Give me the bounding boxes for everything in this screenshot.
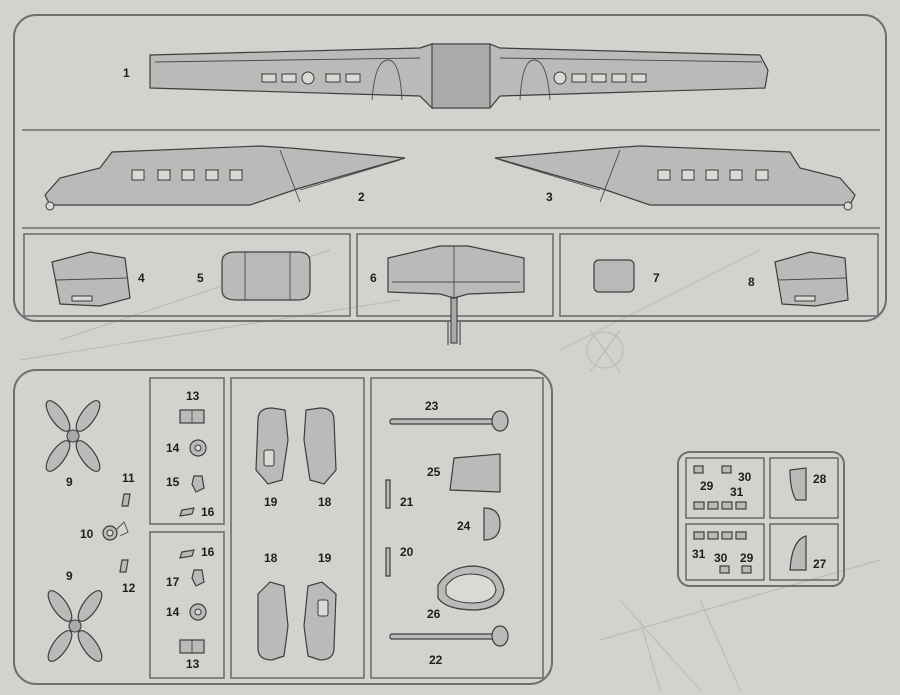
part-26-canopy [437,565,505,611]
label-31-top: 31 [730,485,744,499]
label-5: 5 [197,271,204,285]
label-26: 26 [427,607,441,621]
label-30-bottom: 30 [714,551,728,565]
label-11: 11 [122,471,135,485]
label-18-bottom: 18 [264,551,278,565]
part-21-rod [385,479,391,509]
part-25-panel [449,453,501,493]
label-4: 4 [138,271,145,285]
small-sprue-parts [693,465,807,574]
part-19-float-bottom [303,581,337,661]
label-19-bottom: 19 [318,551,332,565]
label-6: 6 [370,271,377,285]
part-19-float-top [255,407,289,485]
label-3: 3 [546,190,553,204]
label-18-top: 18 [318,495,332,509]
label-29-top: 29 [700,479,714,493]
part-6-tailplane [387,245,525,344]
part-22-strut [389,625,509,647]
part-18-float-top [303,407,337,485]
label-14-top: 14 [166,441,180,455]
part-1-wing [149,43,769,109]
label-20: 20 [400,545,414,559]
part-8-nacelle [774,251,849,307]
label-30-top: 30 [738,470,752,484]
part-23-strut [389,410,509,432]
label-16-top: 16 [201,505,215,519]
label-19-top: 19 [264,495,278,509]
part-3-fuselage-right [494,145,856,211]
label-17: 17 [166,575,180,589]
upper-sprue-frame [13,14,887,345]
label-14-bottom: 14 [166,605,180,619]
label-24: 24 [457,519,471,533]
label-31-bottom: 31 [692,547,706,561]
label-12: 12 [122,581,136,595]
label-13-top: 13 [186,389,200,403]
label-8: 8 [748,275,755,289]
part-5-cowling [221,251,311,301]
label-1: 1 [123,66,130,80]
part-24-dome [483,507,501,541]
label-21: 21 [400,495,414,509]
label-9-top: 9 [66,475,73,489]
lower-sprue-frame [13,369,553,685]
background-drawing [19,249,881,691]
part-4-nacelle [51,251,131,307]
part-18-float-bottom [257,581,289,661]
label-13-bottom: 13 [186,657,200,671]
label-10: 10 [80,527,94,541]
label-29-bottom: 29 [740,551,754,565]
label-23: 23 [425,399,439,413]
small-sprue-frame [677,451,845,587]
part-2-fuselage-left [44,145,406,211]
part-9-propeller-top [45,400,101,472]
label-25: 25 [427,465,441,479]
label-7: 7 [653,271,660,285]
part-20-rod [385,547,391,577]
label-16-bottom: 16 [201,545,215,559]
part-10-hub [102,521,129,541]
part-9-propeller-bottom [47,590,103,662]
label-2: 2 [358,190,365,204]
column-2-parts-bottom [179,549,207,654]
label-9-bottom: 9 [66,569,73,583]
label-27: 27 [813,557,827,571]
label-22: 22 [429,653,443,667]
label-15: 15 [166,475,180,489]
part-12-small [119,559,129,573]
part-labels: 1 2 3 4 5 6 7 8 9 9 10 11 12 13 13 14 14… [66,66,827,671]
label-28: 28 [813,472,827,486]
part-11-small [121,493,131,507]
part-7-window-panel [593,259,635,293]
column-2-parts-top [179,409,207,517]
